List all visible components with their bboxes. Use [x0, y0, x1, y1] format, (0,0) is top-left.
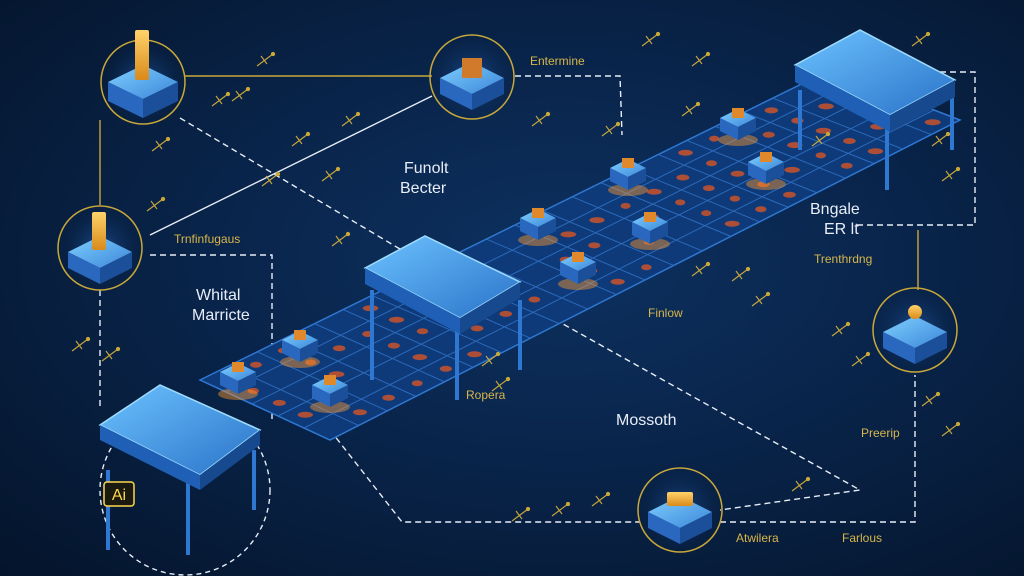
cube-node-icon [718, 108, 758, 146]
label-marricte: Marricte [192, 307, 250, 324]
cube-node-icon [667, 492, 693, 506]
decorative-glyphs [71, 31, 961, 522]
node-tower-top-left[interactable] [100, 30, 186, 125]
label-trenfingus: Trnfinfugaus [174, 232, 241, 246]
label-atwilera: Atwilera [736, 531, 779, 545]
ai-badge-label: Ai [112, 487, 126, 504]
chip-icon [908, 305, 922, 319]
label-preerip: Preerip [861, 426, 900, 440]
cube-node-icon [218, 362, 258, 400]
node-right[interactable] [872, 287, 958, 373]
node-tower-mid-left[interactable] [57, 205, 143, 291]
platform-left [98, 384, 262, 555]
label-farlous: Farlous [842, 531, 883, 545]
cube-node-icon [518, 208, 558, 246]
gear-cluster-icon [462, 58, 482, 78]
tower-icon [135, 30, 149, 80]
label-becter: Becter [400, 180, 447, 197]
node-entermine[interactable] [429, 34, 515, 120]
label-finlow: Finlow [648, 306, 683, 320]
platform-center [363, 235, 522, 400]
label-whital: Whital [196, 287, 241, 304]
cube-node-icon [310, 375, 350, 413]
label-trenthnding: Trenthrdng [814, 252, 873, 266]
label-ropera: Ropera [466, 388, 506, 402]
label-funolt: Funolt [404, 160, 449, 177]
label-mossoth: Mossoth [616, 412, 677, 429]
tower-icon [92, 212, 106, 250]
grid-cubes [218, 108, 786, 413]
cube-node-icon [746, 152, 786, 190]
platform-right [793, 29, 957, 190]
label-er-lt: ER lt [824, 221, 859, 238]
cube-node-icon [630, 212, 670, 250]
label-bngale: Bngale [810, 201, 860, 218]
cube-node-icon [558, 252, 598, 290]
label-entermine: Entermine [530, 54, 585, 68]
cube-node-icon [280, 330, 320, 368]
node-bottom[interactable] [637, 467, 723, 553]
connector-lines [99, 71, 976, 576]
ai-badge: Ai [103, 481, 135, 507]
cube-node-icon [608, 158, 648, 196]
